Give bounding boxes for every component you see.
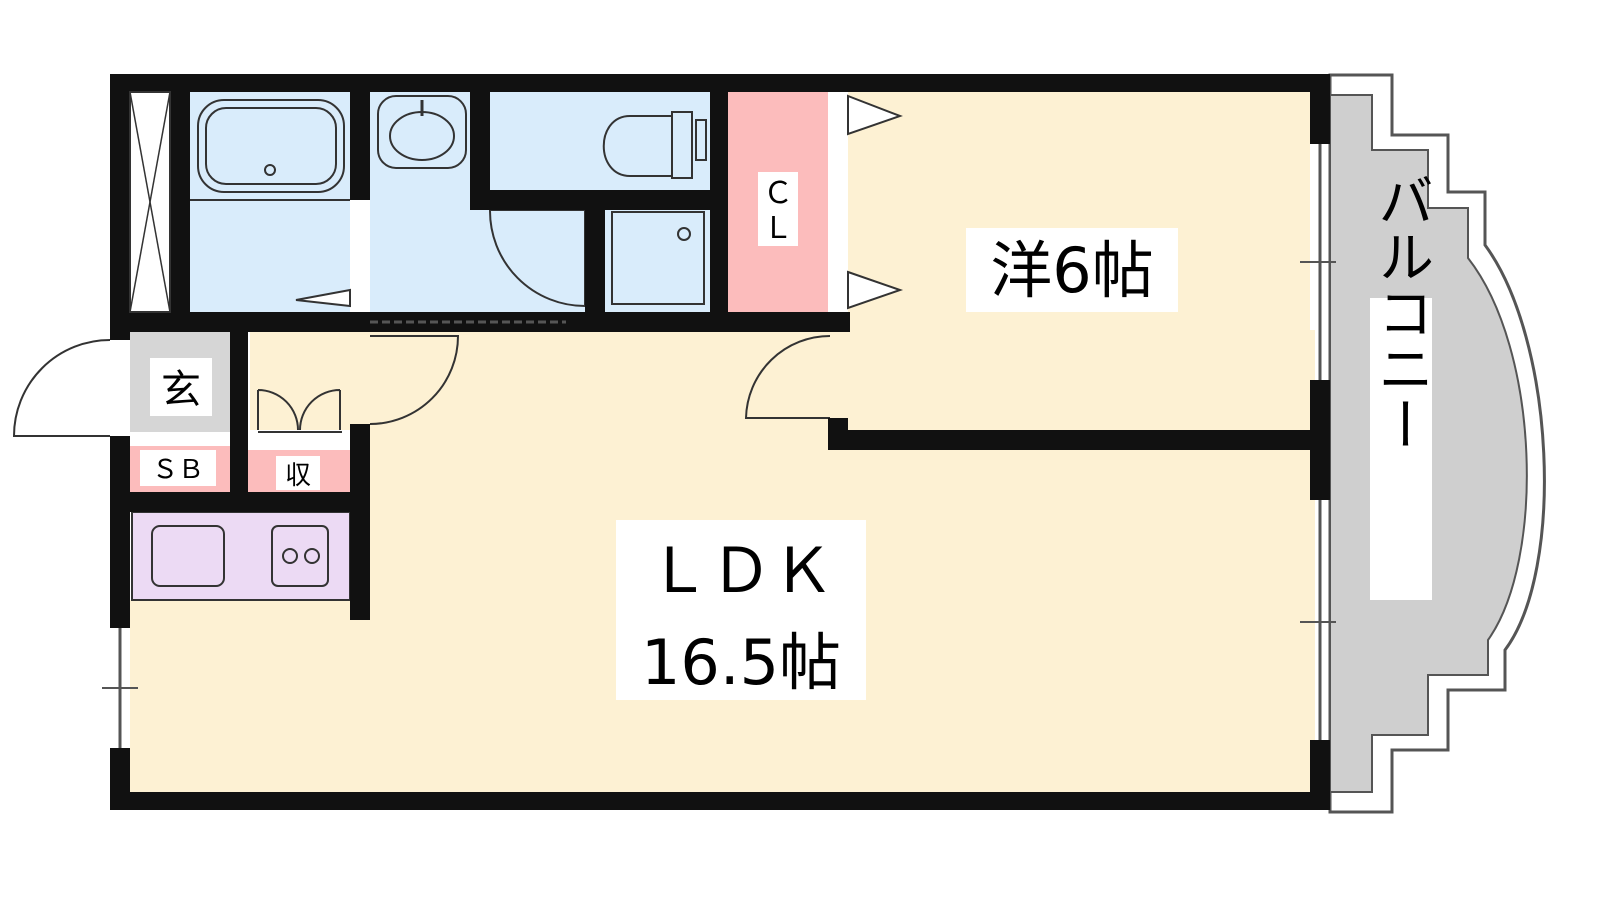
bathroom-floor xyxy=(190,92,350,314)
wash-basin xyxy=(377,95,467,169)
toilet-door xyxy=(488,209,586,308)
shoe-box-label: ＳＢ xyxy=(152,455,204,485)
burner-left xyxy=(282,548,298,564)
storage-door-left xyxy=(257,389,299,431)
toilet-paper xyxy=(695,119,707,161)
bathtub-inner xyxy=(205,107,337,185)
entrance-label-bg xyxy=(150,358,212,416)
toilet-bowl xyxy=(602,115,672,177)
bathroom-door xyxy=(295,288,351,308)
balcony-label: バルコニー xyxy=(1369,172,1434,452)
balcony xyxy=(1328,73,1546,814)
western-label-bg xyxy=(966,228,1178,312)
western-room-label: 洋6帖 xyxy=(990,234,1153,307)
shoe-box-label-bg xyxy=(140,450,216,486)
storage-label: 収 xyxy=(285,461,311,491)
closet-door-bottom xyxy=(847,270,904,310)
washing-drain xyxy=(677,227,691,241)
burner-right xyxy=(304,548,320,564)
kitchen-sink xyxy=(151,525,225,587)
stove xyxy=(271,525,329,587)
storage-label-bg xyxy=(276,456,320,490)
pipe-shaft-cross-b xyxy=(129,91,171,313)
closet-label-l: Ｌ xyxy=(763,211,793,246)
closet-label-c: Ｃ xyxy=(763,176,793,211)
bathtub xyxy=(197,99,345,193)
storage-door-right xyxy=(299,389,341,431)
ldk-floor-hall xyxy=(250,330,370,430)
entrance-door xyxy=(12,339,111,437)
ldk-floor-kitchen xyxy=(130,600,370,795)
balcony-label-bg xyxy=(1370,298,1432,600)
toilet-tank xyxy=(671,111,693,179)
hall-door xyxy=(369,335,460,425)
washing-machine-pan xyxy=(611,211,705,305)
ldk-room-label: ＬＤＫ xyxy=(648,534,834,607)
entrance-label: 玄 xyxy=(161,367,201,413)
western-door xyxy=(744,335,831,419)
ldk-label-bg xyxy=(616,520,866,700)
ldk-size-label: 16.5帖 xyxy=(641,626,841,699)
closet-label-bg xyxy=(758,172,798,246)
bathtub-drain xyxy=(264,164,276,176)
toilet-floor xyxy=(490,92,710,190)
closet-door-top xyxy=(847,94,903,136)
